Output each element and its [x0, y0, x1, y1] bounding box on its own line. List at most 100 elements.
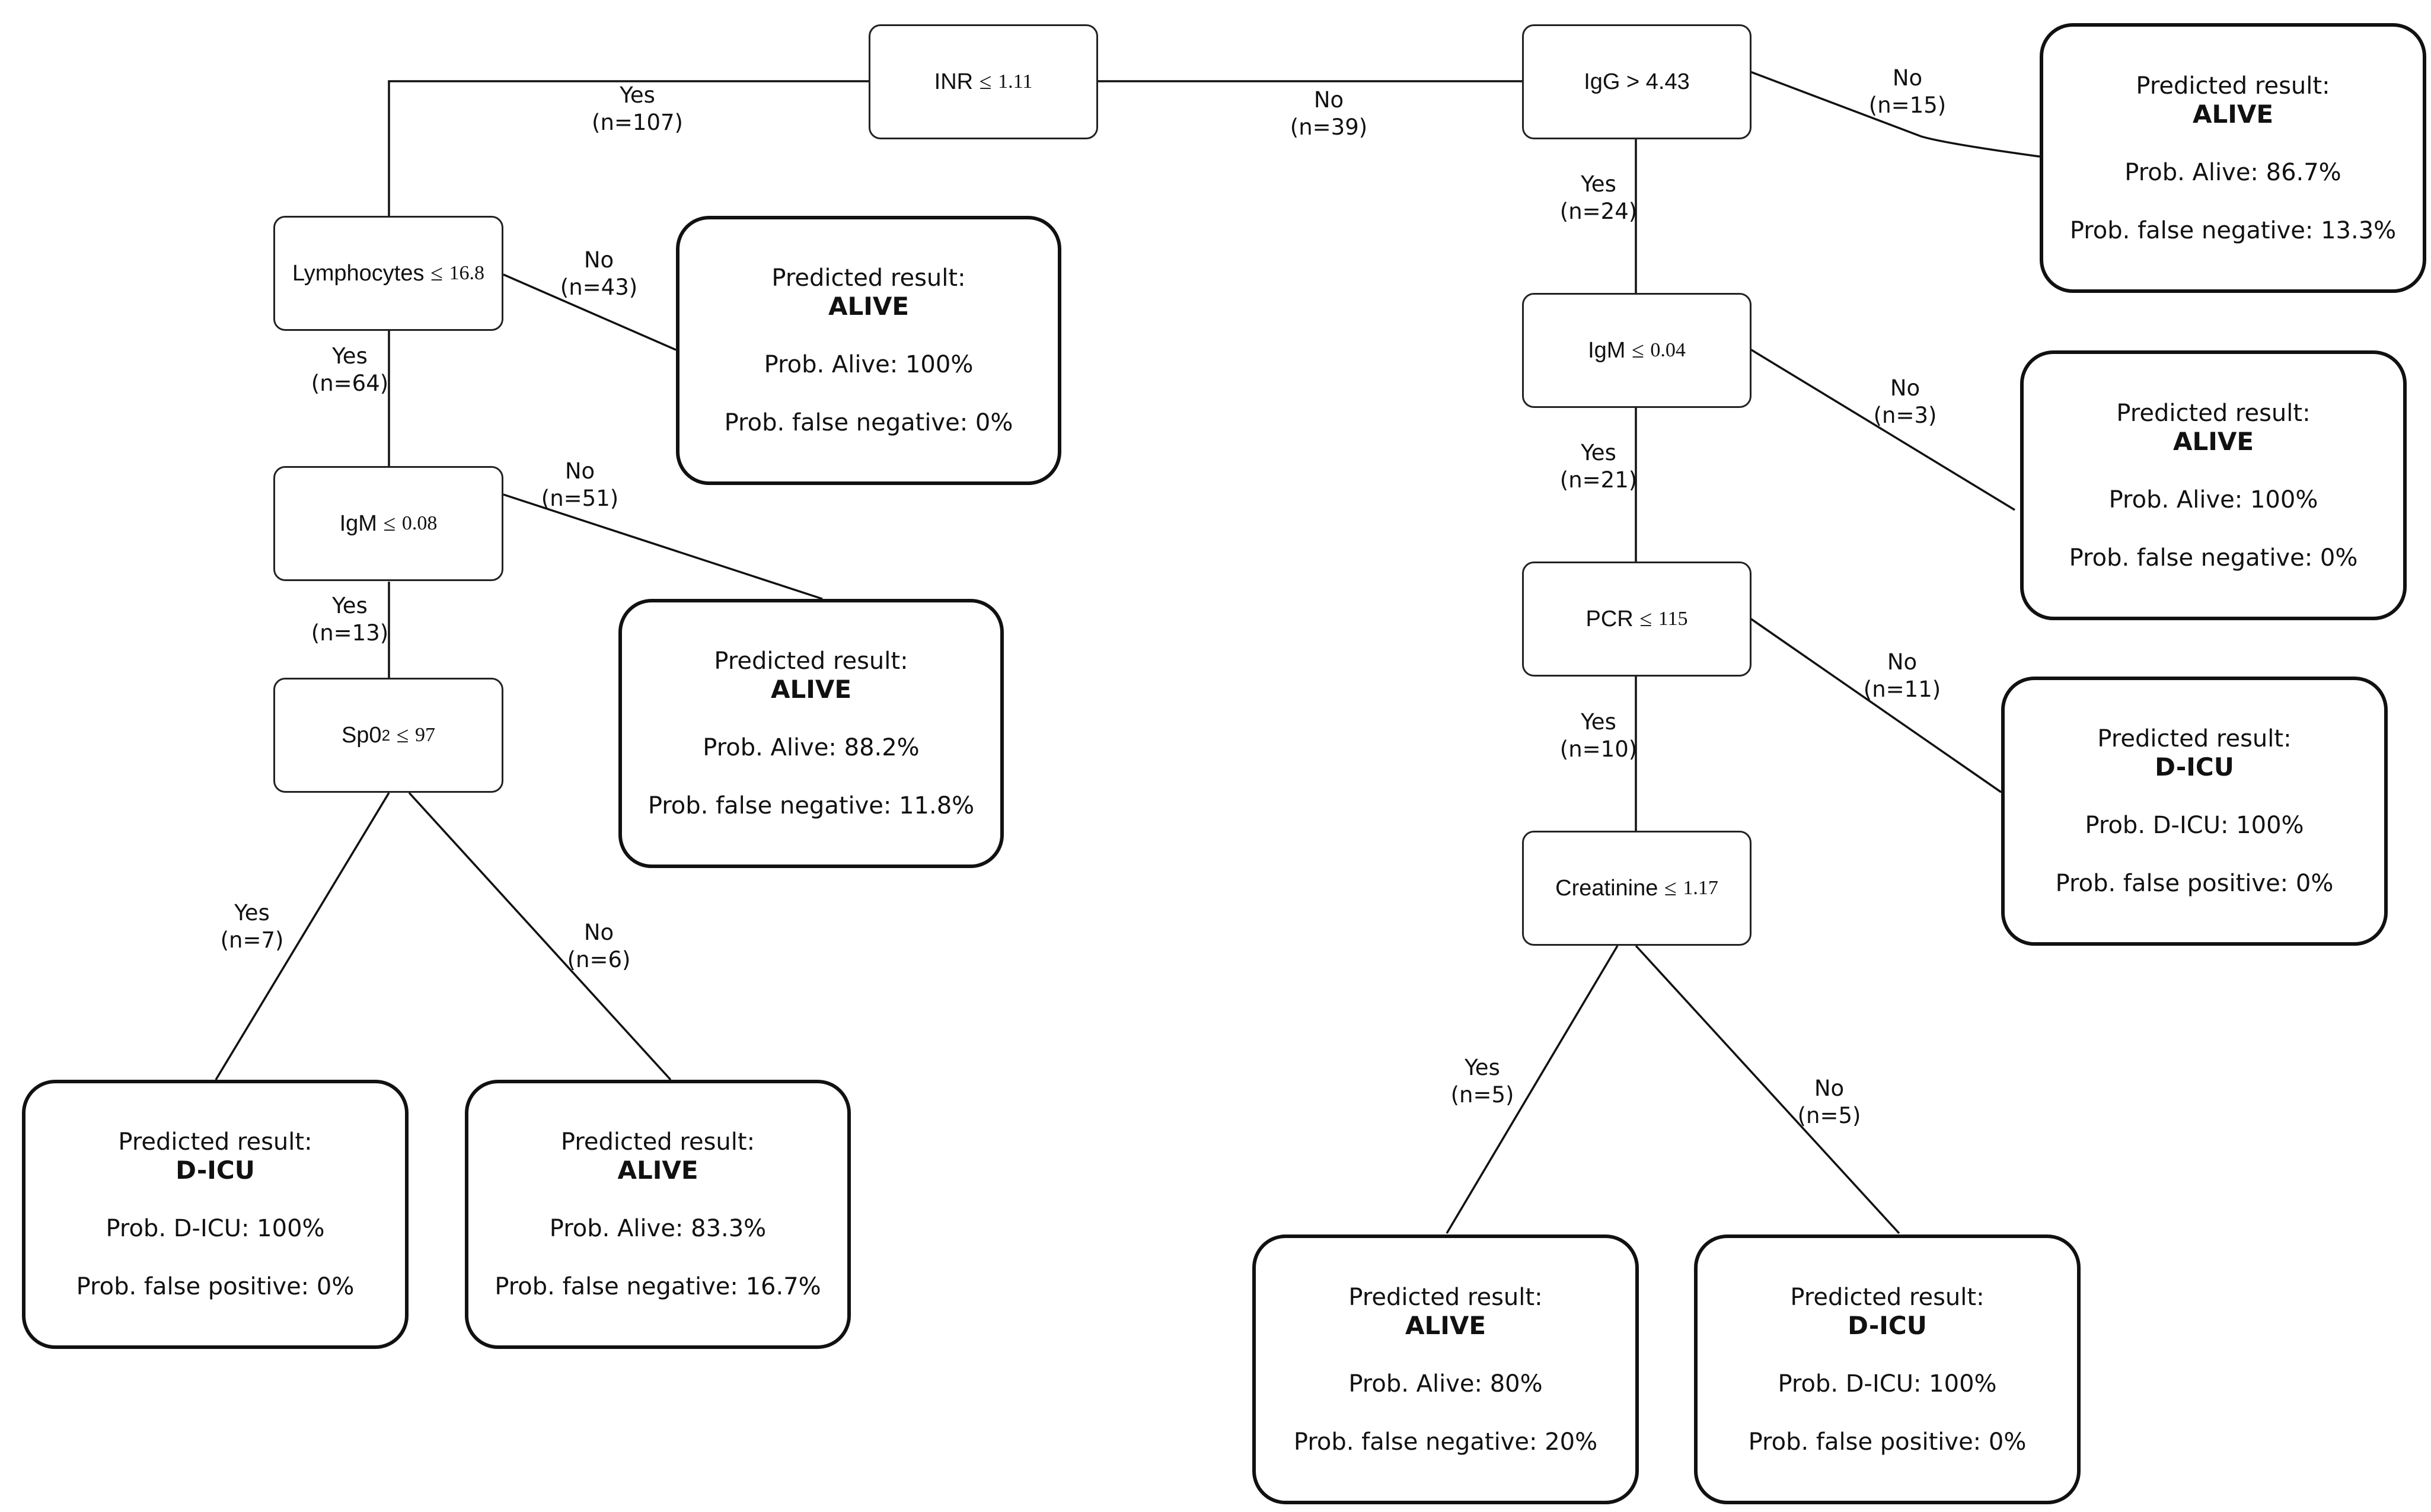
node-igg-op: >: [1626, 69, 1640, 94]
leaf-probability: Prob. Alive: 83.3%: [549, 1215, 767, 1242]
node-igm-right: IgM ≤ 0.04: [1522, 293, 1752, 408]
edge-count: (n=21): [1559, 467, 1638, 493]
leaf-igg-no: Predicted result: ALIVE Prob. Alive: 86.…: [2040, 23, 2426, 293]
node-creatinine: Creatinine ≤ 1.17: [1522, 831, 1752, 946]
edge-answer: Yes: [1581, 440, 1616, 465]
edge-label-igg-no: No(n=15): [1869, 65, 1946, 119]
node-creatinine-op: ≤: [1664, 876, 1677, 901]
edge-answer: No: [1892, 65, 1923, 91]
leaf-probability: Prob. D-ICU: 100%: [1778, 1370, 1997, 1398]
edge-count: (n=24): [1559, 199, 1638, 224]
node-igg-var: IgG: [1584, 69, 1620, 94]
leaf-false-rate: Prob. false negative: 20%: [1293, 1428, 1598, 1456]
edge-label-igm-right-no: No(n=3): [1874, 375, 1937, 429]
edge-answer: No: [564, 458, 595, 484]
node-igm-right-var: IgM: [1588, 337, 1626, 363]
edge-spo2-no: [408, 792, 672, 1081]
leaf-pcr-no: Predicted result: D-ICU Prob. D-ICU: 100…: [2001, 677, 2388, 946]
edge-answer: Yes: [1581, 709, 1616, 735]
leaf-false-rate: Prob. false negative: 0%: [724, 409, 1013, 436]
edge-count: (n=3): [1873, 403, 1937, 428]
leaf-result: ALIVE: [617, 1156, 698, 1185]
edge-count: (n=43): [560, 275, 638, 300]
edge-label-pcr-yes: Yes(n=10): [1560, 709, 1637, 763]
edge-inr-yes: [388, 80, 869, 216]
edge-igmr-no: [1750, 348, 2015, 511]
leaf-result: D-ICU: [1848, 1310, 1927, 1340]
edge-igml-no: [503, 493, 823, 600]
leaf-lymphocytes-no: Predicted result: ALIVE Prob. Alive: 100…: [676, 216, 1061, 485]
edge-count: (n=13): [311, 620, 389, 646]
edge-count: (n=5): [1450, 1082, 1514, 1108]
edge-count: (n=6): [567, 947, 631, 972]
edge-answer: No: [583, 247, 614, 273]
leaf-false-rate: Prob. false positive: 0%: [2055, 870, 2334, 897]
leaf-false-rate: Prob. false negative: 16.7%: [495, 1273, 821, 1300]
node-lymphocytes-var: Lymphocytes: [292, 260, 425, 286]
edge-count: (n=51): [541, 486, 619, 511]
edge-count: (n=7): [220, 927, 284, 953]
node-creatinine-var: Creatinine: [1555, 875, 1658, 901]
leaf-igm-right-no: Predicted result: ALIVE Prob. Alive: 100…: [2020, 350, 2407, 620]
node-igm-right-op: ≤: [1632, 338, 1644, 363]
edge-label-lymphocytes-yes: Yes(n=64): [311, 343, 388, 397]
edge-label-igm-left-yes: Yes(n=13): [311, 592, 388, 647]
node-creatinine-threshold: 1.17: [1683, 877, 1718, 899]
leaf-result: ALIVE: [1405, 1310, 1486, 1340]
node-pcr: PCR ≤ 115: [1522, 562, 1752, 677]
edge-answer: No: [583, 920, 614, 945]
node-spo2-op: ≤: [396, 723, 409, 748]
leaf-probability: Prob. Alive: 100%: [2108, 486, 2318, 513]
leaf-probability: Prob. D-ICU: 100%: [2085, 812, 2304, 839]
node-inr-op: ≤: [979, 69, 992, 94]
edge-answer: No: [1313, 87, 1344, 113]
edge-creat-yes: [1446, 945, 1619, 1234]
node-lymphocytes: Lymphocytes ≤ 16.8: [273, 216, 503, 331]
edge-answer: Yes: [332, 343, 368, 369]
edge-label-creatinine-no: No(n=5): [1798, 1075, 1861, 1130]
node-igm-left-var: IgM: [339, 511, 377, 536]
node-igm-left: IgM ≤ 0.08: [273, 466, 503, 581]
edge-label-igm-right-yes: Yes(n=21): [1560, 439, 1637, 494]
edge-count: (n=5): [1797, 1103, 1861, 1128]
leaf-igm-left-no: Predicted result: ALIVE Prob. Alive: 88.…: [618, 599, 1004, 868]
edge-count: (n=39): [1290, 114, 1368, 140]
leaf-false-rate: Prob. false negative: 0%: [2069, 544, 2358, 572]
leaf-result: D-ICU: [176, 1156, 255, 1185]
leaf-title: Predicted result:: [2136, 72, 2330, 100]
leaf-result: ALIVE: [770, 675, 852, 704]
leaf-title: Predicted result:: [771, 264, 966, 292]
leaf-title: Predicted result:: [714, 647, 908, 675]
edge-label-inr-no: No(n=39): [1290, 87, 1367, 141]
edge-label-lymphocytes-no: No(n=43): [560, 247, 637, 301]
node-igg-threshold: 4.43: [1645, 69, 1690, 94]
leaf-result: ALIVE: [2172, 426, 2254, 456]
leaf-result: D-ICU: [2155, 752, 2234, 781]
edge-spo2-yes: [215, 792, 390, 1080]
leaf-creatinine-no: Predicted result: D-ICU Prob. D-ICU: 100…: [1694, 1235, 2081, 1504]
edge-answer: Yes: [1465, 1055, 1500, 1080]
edge-label-pcr-no: No(n=11): [1864, 649, 1941, 703]
node-spo2-sub: 2: [381, 726, 391, 744]
leaf-spo2-yes: Predicted result: D-ICU Prob. D-ICU: 100…: [22, 1080, 409, 1349]
leaf-title: Predicted result:: [1790, 1283, 1985, 1311]
edge-pcr-no: [1750, 617, 2002, 793]
edge-answer: No: [1890, 375, 1920, 401]
edge-lymph-no: [503, 273, 677, 351]
leaf-false-rate: Prob. false negative: 11.8%: [647, 792, 975, 819]
node-spo2-threshold: 97: [415, 724, 436, 746]
leaf-title: Predicted result:: [560, 1128, 755, 1156]
leaf-probability: Prob. Alive: 100%: [764, 351, 974, 378]
leaf-false-rate: Prob. false negative: 13.3%: [2069, 216, 2397, 244]
leaf-false-rate: Prob. false positive: 0%: [76, 1273, 355, 1300]
leaf-result: ALIVE: [2192, 99, 2274, 129]
node-lymphocytes-threshold: 16.8: [449, 262, 484, 284]
edge-label-igg-yes: Yes(n=24): [1560, 171, 1637, 225]
node-pcr-threshold: 115: [1658, 608, 1688, 630]
node-igm-right-threshold: 0.04: [1650, 339, 1686, 361]
edge-label-spo2-yes: Yes(n=7): [221, 899, 284, 954]
leaf-title: Predicted result:: [1348, 1283, 1543, 1311]
node-igg: IgG > 4.43: [1522, 24, 1752, 139]
edge-creat-no: [1635, 945, 1900, 1235]
